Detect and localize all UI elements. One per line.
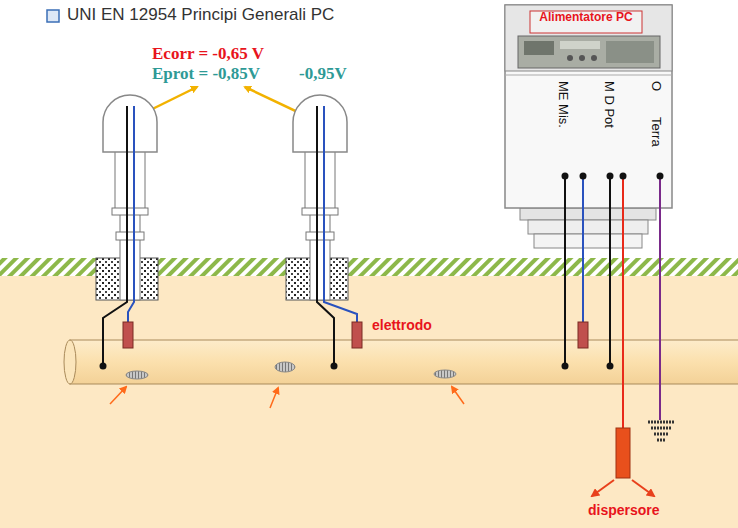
current-arrow	[110, 387, 126, 404]
electrode-label: elettrodo	[372, 318, 432, 333]
coating-defect	[434, 370, 456, 378]
corrosion-potential: Ecorr = -0,65 V	[152, 45, 264, 64]
power-supply-cabinet: Alimentatore PC ME Mis. M D Pot O Terra	[505, 5, 672, 208]
supply-label: Alimentatore PC	[530, 11, 642, 24]
pipe	[70, 340, 738, 384]
coating-defect	[275, 362, 295, 372]
test-post	[286, 95, 362, 370]
anode-bed	[592, 428, 654, 496]
coating-defect	[126, 371, 148, 379]
cabinet-wiring	[562, 173, 664, 429]
test-post	[96, 95, 158, 370]
terminal-label: Terra	[650, 117, 663, 147]
earth-electrode	[648, 422, 674, 440]
power-supply-cabinet-drawing	[505, 5, 672, 248]
terminal-label: ME Mis.	[557, 81, 570, 128]
terminal-label: M D Pot	[603, 81, 616, 128]
protection-potential: Eprot = -0,85V	[152, 65, 260, 84]
current-arrow	[452, 387, 464, 404]
anode-label: dispersore	[588, 503, 660, 518]
current-arrow	[270, 388, 278, 408]
pipe-end	[64, 340, 76, 384]
protection-potential: -0,95V	[299, 65, 347, 84]
bullet-square	[47, 10, 59, 22]
slide-title: UNI EN 12954 Principi Generali PC	[67, 6, 334, 25]
terminal-symbol: O	[650, 81, 663, 91]
